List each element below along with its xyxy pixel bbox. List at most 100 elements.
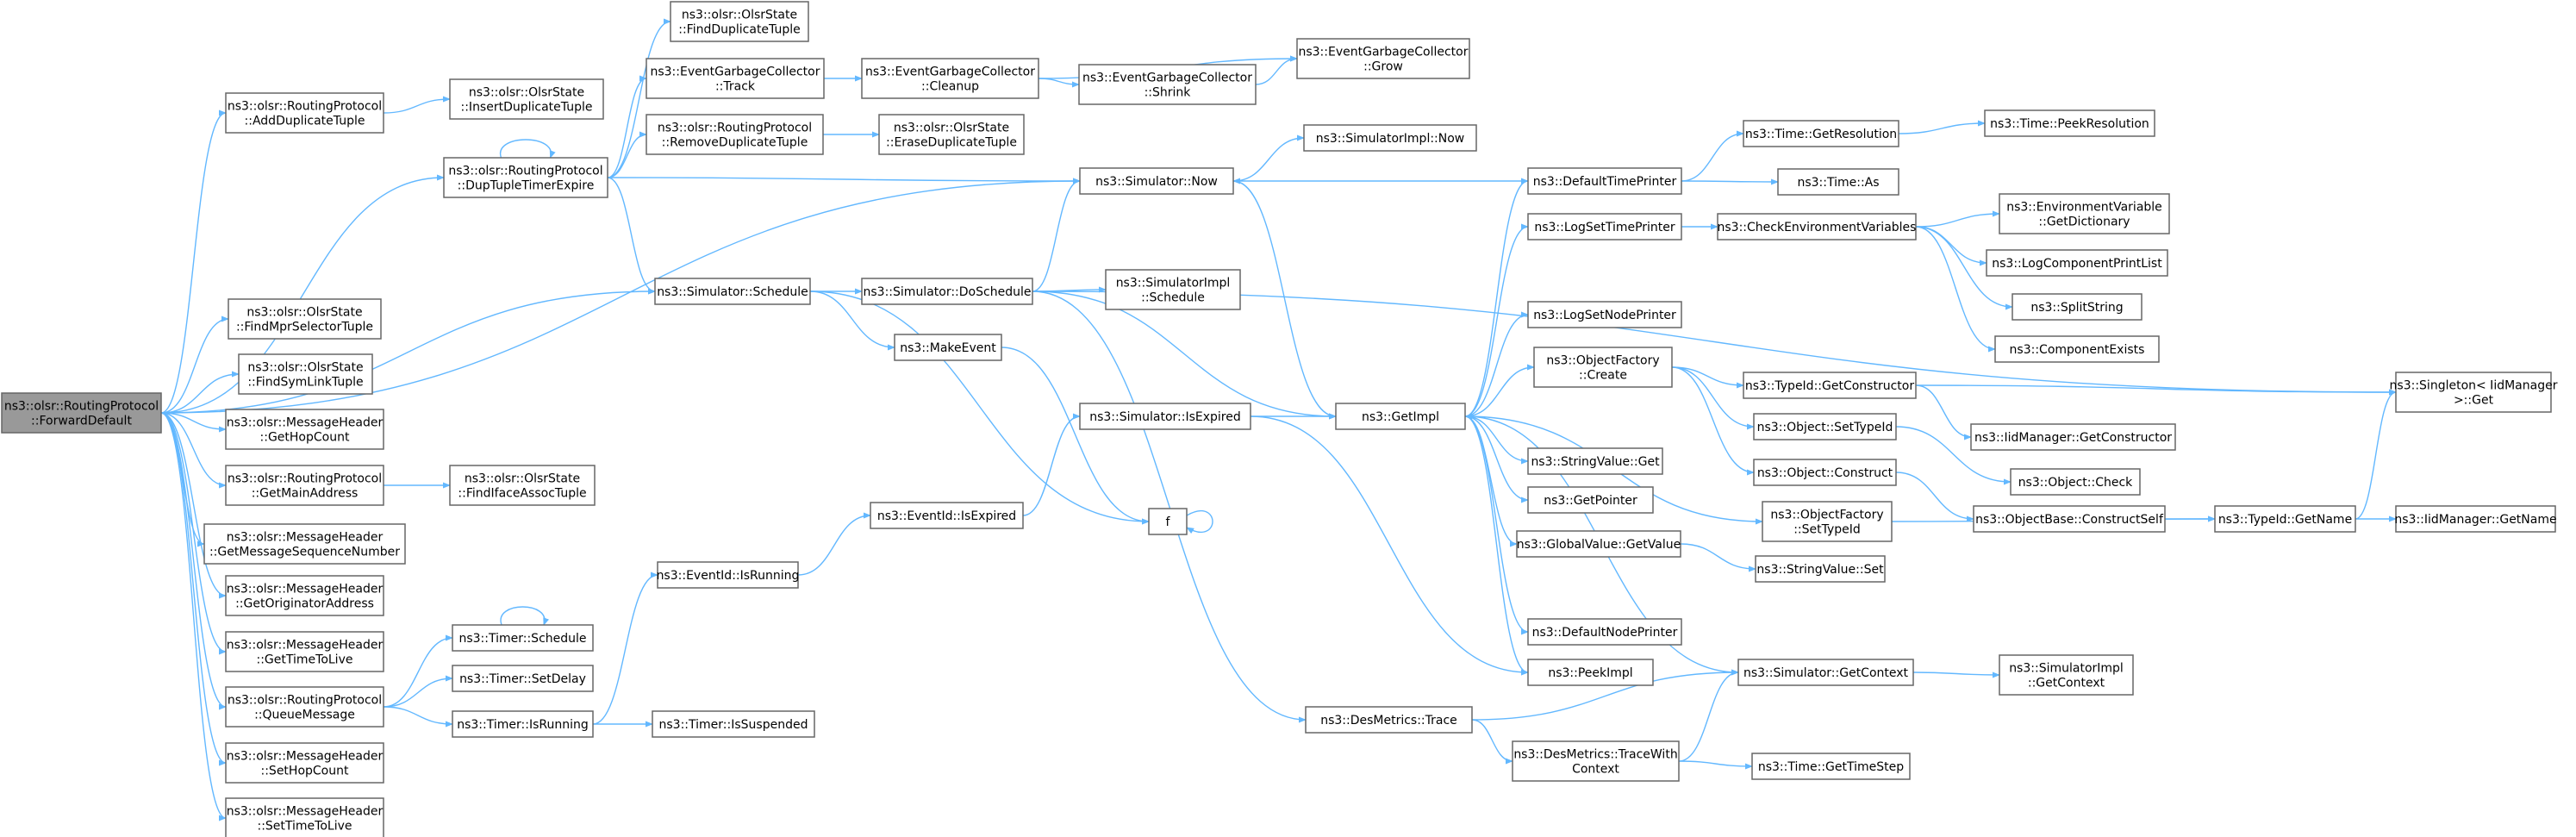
node-getttl[interactable]: ns3::olsr::MessageHeader::GetTimeToLive — [225, 631, 384, 672]
node-label: ns3::EventGarbageCollector — [650, 66, 820, 79]
node-getres[interactable]: ns3::Time::GetResolution — [1743, 120, 1899, 147]
node-queuemsg[interactable]: ns3::olsr::RoutingProtocol::QueueMessage — [225, 686, 384, 728]
edge-objfactcreate-to-objconstruct — [1671, 366, 1755, 476]
node-simschedule[interactable]: ns3::Simulator::Schedule — [654, 278, 811, 305]
node-makeevent[interactable]: ns3::MakeEvent — [894, 334, 1002, 361]
node-egccleanup[interactable]: ns3::EventGarbageCollector::Cleanup — [861, 58, 1039, 99]
edge-checkenv-to-compexists — [1915, 226, 1996, 353]
node-timersetdelay[interactable]: ns3::Timer::SetDelay — [452, 665, 594, 692]
node-simimplschedule[interactable]: ns3::SimulatorImpl::Schedule — [1105, 269, 1241, 310]
node-objfactcreate[interactable]: ns3::ObjectFactory::Create — [1533, 347, 1673, 388]
node-gethop[interactable]: ns3::olsr::MessageHeader::GetHopCount — [225, 409, 384, 450]
node-label: ns3::DesMetrics::TraceWith — [1513, 748, 1677, 762]
node-typeidgetctor[interactable]: ns3::TypeId::GetConstructor — [1743, 372, 1917, 399]
node-logcomplist[interactable]: ns3::LogComponentPrintList — [1986, 249, 2168, 277]
node-splitstring[interactable]: ns3::SplitString — [2012, 293, 2143, 321]
edge-simschedule-to-makeevent — [809, 290, 895, 351]
node-deftimeprinter[interactable]: ns3::DefaultTimePrinter — [1527, 167, 1682, 195]
edge-eventisexpired-to-simisexpired — [1022, 413, 1081, 516]
node-findsym[interactable]: ns3::olsr::OlsrState::FindSymLinkTuple — [238, 353, 373, 395]
node-adddup[interactable]: ns3::olsr::RoutingProtocol::AddDuplicate… — [225, 92, 384, 134]
node-timerschedule[interactable]: ns3::Timer::Schedule — [452, 624, 594, 652]
node-findiface[interactable]: ns3::olsr::OlsrState::FindIfaceAssocTupl… — [449, 465, 596, 506]
edge-egccleanup-to-egcshrink — [1038, 78, 1080, 88]
node-egctrack[interactable]: ns3::EventGarbageCollector::Track — [646, 58, 825, 99]
node-checkenv[interactable]: ns3::CheckEnvironmentVariables — [1717, 213, 1917, 240]
node-timegetstep[interactable]: ns3::Time::GetTimeStep — [1751, 753, 1911, 780]
node-box — [1, 392, 162, 434]
node-label: ns3::SimulatorImpl::Now — [1316, 132, 1465, 146]
node-erasedup[interactable]: ns3::olsr::OlsrState::EraseDuplicateTupl… — [878, 114, 1025, 155]
node-timerissusp[interactable]: ns3::Timer::IsSuspended — [652, 710, 815, 738]
node-eventisexpired[interactable]: ns3::EventId::IsExpired — [870, 502, 1024, 529]
node-globalvalueget[interactable]: ns3::GlobalValue::GetValue — [1516, 530, 1681, 558]
edge-queuemsg-to-timerisrunning — [383, 706, 453, 728]
node-timeas[interactable]: ns3::Time::As — [1777, 168, 1899, 196]
node-label: ns3::ObjectBase::ConstructSelf — [1975, 513, 2164, 527]
node-logsetnode[interactable]: ns3::LogSetNodePrinter — [1527, 301, 1682, 328]
node-box — [1743, 120, 1899, 147]
node-iidgetctor[interactable]: ns3::IidManager::GetConstructor — [1970, 423, 2176, 451]
node-label: ns3::EnvironmentVariable — [2006, 201, 2162, 215]
node-egcgrow[interactable]: ns3::EventGarbageCollector::Grow — [1296, 38, 1470, 79]
node-setttl[interactable]: ns3::olsr::MessageHeader::SetTimeToLive — [225, 797, 384, 837]
edge-egcshrink-to-egcgrow — [1255, 55, 1298, 85]
node-simnow[interactable]: ns3::Simulator::Now — [1079, 167, 1234, 195]
node-getorig[interactable]: ns3::olsr::MessageHeader::GetOriginatorA… — [225, 575, 384, 616]
node-box — [1737, 659, 1914, 686]
node-insdup[interactable]: ns3::olsr::OlsrState::InsertDuplicateTup… — [449, 78, 604, 120]
node-objbaseconstruct[interactable]: ns3::ObjectBase::ConstructSelf — [1973, 505, 2166, 533]
edge-queuemsg-to-timerschedule — [383, 634, 453, 708]
node-label: ::GetOriginatorAddress — [235, 597, 374, 611]
node-egcshrink[interactable]: ns3::EventGarbageCollector::Shrink — [1078, 64, 1257, 105]
node-destrace[interactable]: ns3::DesMetrics::Trace — [1305, 706, 1473, 734]
node-duptimer[interactable]: ns3::olsr::RoutingProtocol::DupTupleTime… — [443, 157, 608, 198]
node-label: ns3::olsr::OlsrState — [247, 361, 363, 375]
node-compexists[interactable]: ns3::ComponentExists — [1994, 335, 2160, 363]
node-box — [1970, 423, 2176, 451]
node-findmpr[interactable]: ns3::olsr::OlsrState::FindMprSelectorTup… — [228, 298, 382, 340]
node-objfactsettypeid[interactable]: ns3::ObjectFactory::SetTypeId — [1762, 501, 1893, 542]
node-peekimpl[interactable]: ns3::PeekImpl — [1527, 659, 1654, 686]
node-singleton[interactable]: ns3::Singleton< IidManager>::Get — [2390, 372, 2558, 413]
node-box — [1148, 508, 1188, 535]
node-stringvalueset[interactable]: ns3::StringValue::Set — [1755, 555, 1886, 583]
edge-fwd-to-queuemsg — [160, 412, 227, 710]
node-iidgetname[interactable]: ns3::IidManager::GetName — [2394, 505, 2557, 533]
node-timerisrunning[interactable]: ns3::Timer::IsRunning — [452, 710, 594, 738]
node-finddup[interactable]: ns3::olsr::OlsrState::FindDuplicateTuple — [670, 1, 809, 42]
edge-getimpl-to-deftimeprinter — [1464, 178, 1529, 417]
node-simimplnow[interactable]: ns3::SimulatorImpl::Now — [1303, 124, 1477, 152]
node-getimpl[interactable]: ns3::GetImpl — [1335, 403, 1466, 430]
node-box — [894, 334, 1002, 361]
edge-eventisrunning-to-eventisexpired — [797, 512, 871, 576]
edge-simnow-to-getimpl — [1232, 180, 1337, 420]
edge-destrace-to-simgetcontext — [1471, 669, 1739, 721]
node-sethop[interactable]: ns3::olsr::MessageHeader::SetHopCount — [225, 742, 384, 784]
node-objsettypeid[interactable]: ns3::Object::SetTypeId — [1753, 413, 1897, 440]
node-fwd[interactable]: ns3::olsr::RoutingProtocol::ForwardDefau… — [1, 392, 162, 434]
node-label: ::FindSymLinkTuple — [247, 376, 363, 390]
node-logsettime[interactable]: ns3::LogSetTimePrinter — [1527, 213, 1682, 240]
node-label: ::GetHopCount — [260, 431, 350, 445]
node-box — [1743, 372, 1917, 399]
node-peekres[interactable]: ns3::Time::PeekResolution — [1984, 109, 2155, 137]
node-typeidgetname[interactable]: ns3::TypeId::GetName — [2214, 505, 2356, 533]
node-objconstruct[interactable]: ns3::Object::Construct — [1753, 459, 1897, 486]
node-doschedule[interactable]: ns3::Simulator::DoSchedule — [861, 278, 1033, 305]
node-envgetdict[interactable]: ns3::EnvironmentVariable::GetDictionary — [1999, 193, 2170, 234]
node-stringvalueget[interactable]: ns3::StringValue::Get — [1527, 447, 1663, 475]
node-getpointer[interactable]: ns3::GetPointer — [1527, 486, 1654, 514]
node-objcheck[interactable]: ns3::Object::Check — [2010, 468, 2141, 496]
node-simisexpired[interactable]: ns3::Simulator::IsExpired — [1079, 403, 1251, 430]
node-f[interactable]: f — [1148, 508, 1188, 535]
node-eventisrunning[interactable]: ns3::EventId::IsRunning — [657, 561, 800, 589]
node-defnodeprinter[interactable]: ns3::DefaultNodePrinter — [1527, 618, 1682, 646]
node-box — [1973, 505, 2166, 533]
node-getseq[interactable]: ns3::olsr::MessageHeader::GetMessageSequ… — [203, 523, 406, 565]
node-getmain[interactable]: ns3::olsr::RoutingProtocol::GetMainAddre… — [225, 465, 384, 506]
node-remdup[interactable]: ns3::olsr::RoutingProtocol::RemoveDuplic… — [646, 114, 824, 155]
node-simgetcontext[interactable]: ns3::Simulator::GetContext — [1737, 659, 1914, 686]
node-simimplgetcontext[interactable]: ns3::SimulatorImpl::GetContext — [1999, 654, 2134, 696]
